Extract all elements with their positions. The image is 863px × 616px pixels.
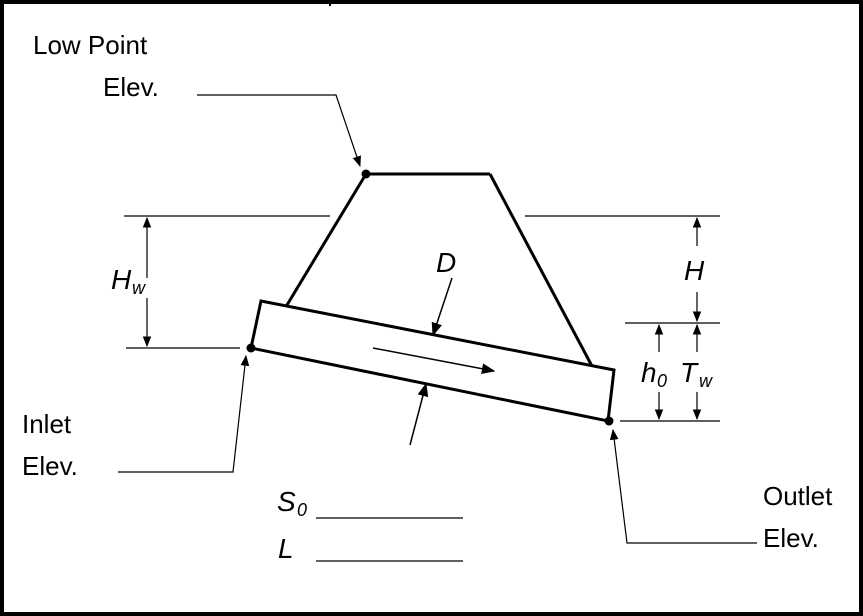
tw-subscript: w bbox=[699, 371, 713, 391]
h0-symbol: h bbox=[641, 357, 657, 388]
flow-direction-arrow bbox=[372, 347, 496, 375]
culvert-barrel bbox=[249, 299, 616, 423]
embankment-right-slope bbox=[488, 173, 595, 369]
diameter-symbol: D bbox=[436, 247, 456, 278]
hw-subscript: w bbox=[132, 278, 146, 298]
s0-subscript: 0 bbox=[297, 500, 307, 520]
low-point-leader bbox=[197, 94, 361, 168]
outlet-marker bbox=[604, 416, 614, 426]
diameter-arrow-top bbox=[431, 277, 453, 337]
inlet-label-line2: Elev. bbox=[22, 451, 78, 481]
hw-symbol: H bbox=[111, 264, 132, 295]
low-point-marker bbox=[361, 169, 371, 179]
outlet-label-line1: Outlet bbox=[763, 481, 833, 511]
inlet-label-line1: Inlet bbox=[22, 409, 72, 439]
inlet-marker bbox=[246, 343, 256, 353]
low-point-label-line2: Elev. bbox=[103, 72, 159, 102]
low-point-label-line1: Low Point bbox=[33, 30, 148, 60]
s0-symbol: S bbox=[277, 486, 296, 517]
embankment-left-slope bbox=[285, 173, 368, 306]
h0-subscript: 0 bbox=[657, 371, 667, 391]
outlet-leader bbox=[609, 428, 757, 544]
inlet-leader bbox=[118, 354, 250, 473]
diameter-arrow-bottom bbox=[409, 382, 429, 446]
tw-symbol: T bbox=[680, 357, 699, 388]
h-symbol: H bbox=[684, 255, 705, 286]
outlet-label-line2: Elev. bbox=[763, 523, 819, 553]
length-symbol: L bbox=[278, 533, 294, 564]
